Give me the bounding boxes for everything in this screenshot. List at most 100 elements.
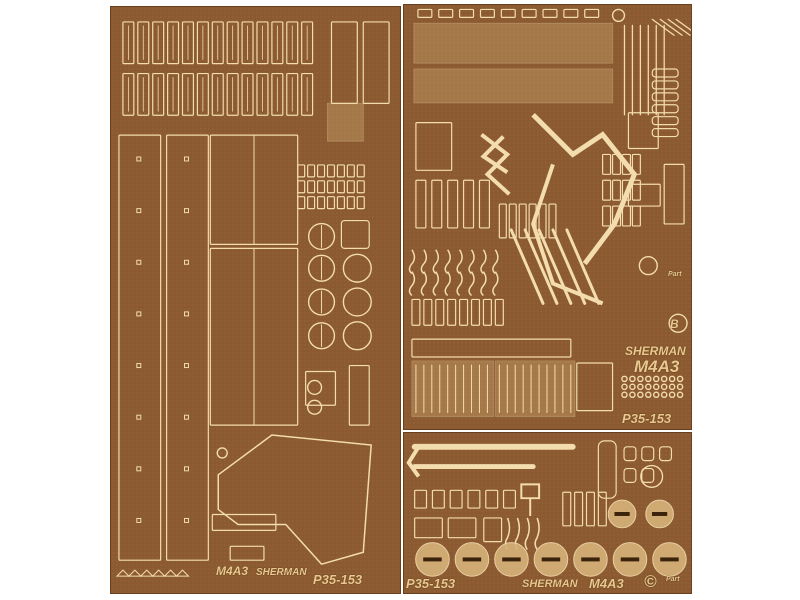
tr-small-strip: [508, 203, 517, 239]
tr-lug: [621, 205, 632, 227]
tr-top-tab: [584, 8, 600, 18]
left-zigzag-tab: [139, 569, 154, 577]
tr-hinge-strip: [431, 179, 443, 229]
left-zigzag-tab: [175, 569, 190, 577]
tr-top-tab: [417, 8, 433, 18]
left-fender-hole: [136, 363, 142, 369]
left-small-bracket: [326, 180, 336, 194]
left-fender-hole: [136, 517, 142, 523]
tr-angle-rod: [675, 18, 691, 32]
tr-small-tab: [423, 298, 433, 326]
left-small-bracket: [297, 180, 306, 194]
tr-diagonal-strap: [509, 228, 545, 305]
tr-small-tab: [435, 298, 445, 326]
left-zigzag-tab: [151, 569, 166, 577]
left-fender-hole: [136, 466, 142, 472]
top-right-code-label: P35-153: [622, 411, 672, 426]
left-small-bracket: [346, 164, 355, 178]
br-spring: [524, 517, 530, 550]
tr-ladder-rung: [651, 80, 679, 90]
top-right-model-label: M4A3: [634, 357, 680, 376]
br-disc-slot: [620, 557, 640, 562]
tr-lug: [602, 153, 612, 175]
br-ring: [640, 464, 664, 489]
tr-diagonal-strap: [537, 228, 573, 305]
tr-rivet-dot: [668, 375, 676, 383]
tr-spring-clip: [456, 271, 463, 297]
left-track-link: [181, 21, 195, 65]
tr-ladder-rung: [651, 104, 679, 114]
br-t-handle: [520, 483, 541, 516]
tr-spring-clip: [480, 271, 487, 297]
bottom-right-code-label: P35-153: [406, 576, 456, 591]
left-track-link: [241, 72, 254, 116]
bottom-right-brand-label: Part: [666, 576, 680, 583]
left-track-link: [167, 72, 180, 116]
left-periscope-ring: [307, 322, 336, 350]
left-vision-ring: [342, 287, 372, 317]
br-disc-slot: [502, 557, 521, 562]
tr-rivet-dot: [637, 391, 644, 399]
left-periscope-ring: [307, 288, 336, 316]
br-shackle: [597, 440, 617, 499]
left-small-bracket: [307, 196, 316, 210]
br-disc-upper-slot: [651, 512, 668, 516]
left-square-plate: [327, 102, 364, 142]
left-small-bracket: [316, 196, 326, 210]
left-hatch-frame: [340, 219, 370, 249]
tr-lug: [602, 205, 612, 227]
tr-rivet-dot: [637, 383, 644, 391]
br-clip: [431, 489, 445, 509]
tr-rivet-dot: [621, 383, 628, 391]
left-vision-ring: [342, 321, 372, 351]
tr-rivet-dot: [645, 383, 652, 391]
tr-lug: [611, 153, 622, 175]
br-clip: [467, 489, 481, 509]
tr-lug: [621, 153, 632, 175]
left-fender-hole: [136, 414, 142, 420]
br-key: [585, 491, 596, 527]
left-model-label: M4A3: [216, 564, 249, 578]
bottom-right-name-label: SHERMAN: [522, 578, 578, 590]
tr-engine-deck-plate: [413, 22, 614, 64]
tr-rivet-dot: [676, 391, 684, 399]
left-track-link: [137, 21, 150, 65]
tr-top-tab: [438, 8, 454, 18]
br-small-link: [623, 446, 637, 462]
left-track-link: [271, 21, 284, 65]
left-track-link: [271, 72, 284, 116]
tr-top-tab: [500, 8, 516, 18]
fret-top-right-artwork: [408, 8, 691, 418]
left-track-link: [301, 21, 314, 65]
tr-ladder-rung: [651, 116, 679, 126]
left-small-bracket: [336, 180, 345, 194]
left-zigzag-tab: [127, 569, 142, 577]
left-fender-hole: [183, 466, 189, 472]
tr-top-tab: [479, 8, 495, 18]
tr-small-tab: [459, 298, 469, 326]
fret-sheet-top-right: Part B SHERMAN M4A3 P35-153: [403, 4, 692, 430]
br-disc-slot: [541, 557, 561, 562]
fret-bottom-right-artwork: [406, 440, 687, 577]
tr-hinge-strip: [478, 179, 491, 229]
left-name-label: SHERMAN: [256, 567, 307, 578]
left-fender-hole: [183, 517, 189, 523]
left-small-bracket: [336, 196, 345, 210]
tr-small-strip: [548, 203, 557, 239]
tr-hinge-strip: [462, 179, 475, 229]
tr-spring-clip: [444, 271, 451, 297]
left-small-bracket: [356, 180, 365, 194]
tr-long-strip: [411, 338, 572, 358]
left-zigzag-tab: [115, 569, 131, 577]
br-rod-hook: [406, 445, 421, 478]
br-disc-slot: [462, 557, 482, 562]
tr-grille-right: [494, 360, 576, 418]
tr-rivet-dot: [668, 391, 676, 399]
left-fender-hole: [183, 363, 189, 369]
br-box-2: [447, 517, 477, 539]
br-key: [562, 491, 572, 527]
tr-rivet-dot: [629, 375, 636, 383]
tr-small-strip: [498, 203, 507, 239]
left-small-bin: [229, 545, 265, 561]
tr-spring-clip: [468, 249, 475, 275]
